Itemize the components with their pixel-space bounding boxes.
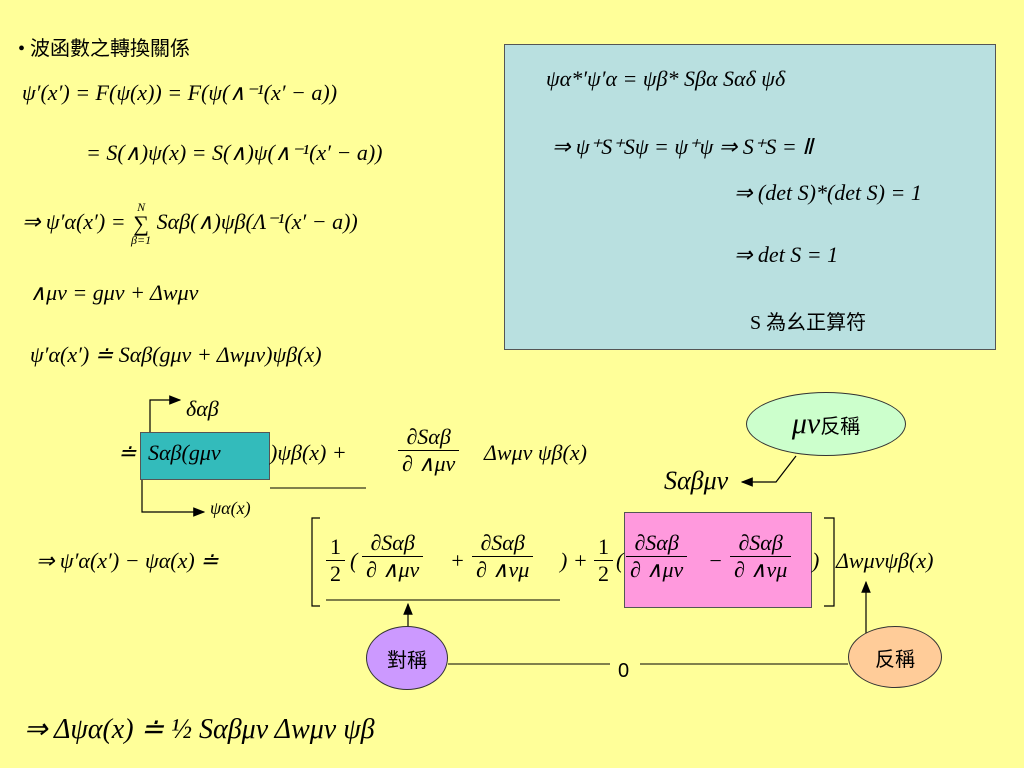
box-note: S 為幺正算符 (750, 312, 867, 334)
after-box: )ψβ(x) + (270, 440, 347, 465)
box-equation-1: ψα*′ψ′α = ψβ* Sβα Sαδ ψδ (546, 66, 786, 91)
sym-plus: + (450, 548, 465, 573)
psi-arrow (141, 480, 206, 517)
sym-fraction-1: ∂Sαβ∂ ∧μν (362, 530, 424, 583)
antisymmetric-box (624, 512, 812, 608)
mu-nu-bubble: μν 反稱 (746, 392, 906, 456)
summation: N ∑ β=1 (131, 200, 151, 248)
equation-3-rest: Sαβ(∧)ψβ(Λ⁻¹(x′ − a)) (156, 209, 358, 235)
big-equation-rhs: Δwμνψβ(x) (836, 548, 934, 573)
partial-num: ∂Sαβ (398, 424, 460, 451)
mu-nu-text: 反稱 (820, 415, 861, 438)
anti-close: ) (812, 548, 820, 573)
delta-arrow (149, 395, 182, 432)
boxed-term: Sαβ(gμν (148, 440, 221, 465)
symmetric-bubble: 對稱 (366, 626, 448, 690)
antisymmetric-bubble: 反稱 (848, 626, 942, 688)
equation-1: ψ′(x′) = F(ψ(x)) = F(ψ(∧⁻¹(x′ − a)) (22, 80, 338, 105)
anti-minus: − (708, 548, 723, 573)
title-bullet: • (18, 38, 26, 60)
sym-open: ( (350, 548, 358, 573)
s-tensor-label: Sαβμν (664, 466, 729, 495)
box-equation-3: ⇒ (det S)*(det S) = 1 (734, 180, 922, 205)
box-equation-2: ⇒ ψ⁺S⁺Sψ = ψ⁺ψ ⇒ S⁺S = Ⅱ (552, 134, 813, 159)
sym-fraction-2: ∂Sαβ∂ ∧νμ (472, 530, 534, 583)
unitary-box (504, 44, 996, 350)
equation-3: ⇒ ψ′α(x′) = N ∑ β=1 Sαβ(∧)ψβ(Λ⁻¹(x′ − a)… (22, 200, 358, 248)
zero-label: 0 (618, 660, 630, 682)
big-equation-lhs: ⇒ ψ′α(x′) − ψα(x) ≐ (36, 548, 219, 573)
delta-label: δαβ (186, 396, 219, 421)
anti-open: ( (616, 548, 624, 573)
sum-top: N (137, 200, 146, 214)
mu-nu-symbol: μν (791, 407, 821, 440)
equation-4: ∧μν = gμν + Δwμν (30, 280, 199, 305)
equation-5: ψ′α(x′) ≐ Sαβ(gμν + Δwμν)ψβ(x) (30, 342, 322, 367)
expansion-doteq: ≐ (118, 440, 137, 465)
anti-fraction-1: ∂Sαβ∂ ∧μν (626, 530, 688, 583)
equation-3-prefix: ⇒ ψ′α(x′) = (22, 209, 132, 235)
sym-close-plus: ) + (560, 548, 588, 573)
left-bracket (311, 517, 320, 607)
final-equation: ⇒ Δψα(x) ≐ ½ Sαβμν Δwμν ψβ (24, 714, 375, 745)
anti-fraction-2: ∂Sαβ∂ ∧νμ (730, 530, 792, 583)
psi-label: ψα(x) (210, 498, 251, 518)
sum-bottom: β=1 (131, 233, 152, 247)
mu-nu-arrow (740, 455, 797, 487)
box-equation-4: ⇒ det S = 1 (734, 242, 839, 267)
highlight-box (140, 432, 270, 480)
slide-title: • 波函數之轉換關係 (18, 32, 190, 61)
equation-2: = S(∧)ψ(x) = S(∧)ψ(∧⁻¹(x′ − a)) (86, 140, 383, 165)
expansion-tail: Δwμν ψβ(x) (484, 440, 587, 465)
partial-fraction: ∂Sαβ ∂ ∧μν (398, 424, 460, 477)
sum-symbol: ∑ (133, 211, 149, 236)
right-bracket (824, 517, 835, 607)
title-text: 波函數之轉換關係 (30, 38, 191, 60)
partial-den: ∂ ∧μν (402, 451, 456, 476)
